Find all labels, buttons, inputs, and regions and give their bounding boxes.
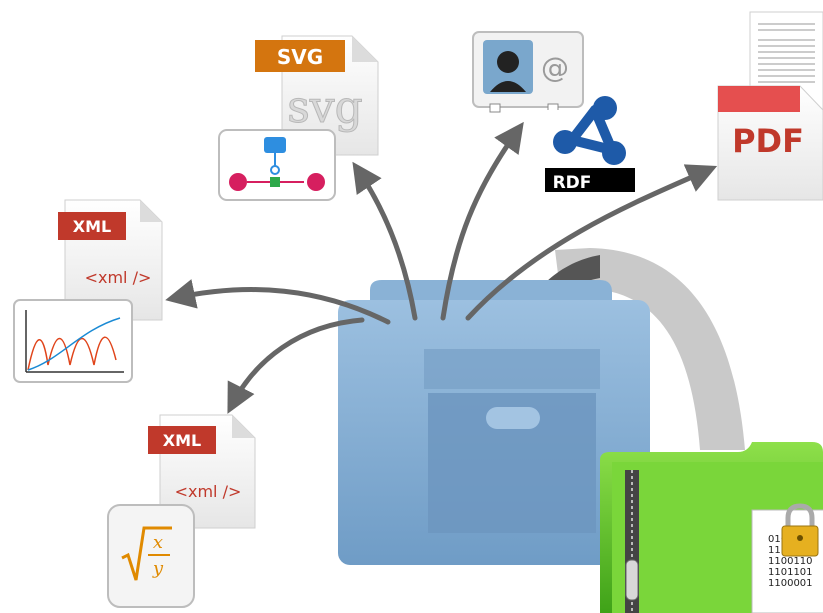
export-arrows — [165, 121, 718, 414]
svg-text:x: x — [153, 532, 163, 553]
contact-card-icon: @ — [472, 31, 584, 113]
svg-text:svg: svg — [287, 82, 363, 133]
chart-icon — [13, 299, 133, 383]
svg-text:XML: XML — [163, 431, 201, 450]
svg-text:y: y — [152, 558, 164, 579]
pdf-file-icon: PDF — [717, 11, 823, 201]
svg-text:SVG: SVG — [277, 45, 323, 69]
rdf-icon: RDF — [545, 96, 635, 193]
svg-text:<xml />: <xml /> — [175, 482, 242, 501]
svg-text:RDF: RDF — [553, 173, 592, 193]
diagram-icon — [218, 129, 336, 201]
lock-icon — [781, 503, 819, 557]
svg-file-icon: SVG svg — [255, 35, 379, 156]
svg-text:010: 010 — [768, 534, 787, 545]
svg-text:111: 111 — [768, 545, 787, 556]
svg-text:PDF: PDF — [732, 122, 804, 160]
folder-icon — [338, 280, 650, 565]
zipper — [625, 470, 639, 613]
svg-text:<xml />: <xml /> — [85, 268, 152, 287]
svg-text:1101101: 1101101 — [768, 567, 813, 578]
xml-file-icon-bottom: XML <xml /> — [148, 414, 256, 529]
svg-badge — [255, 40, 345, 72]
svg-text:XML: XML — [73, 217, 111, 236]
zip-folder-icon: 010 111 1100110 1101101 1100001 — [600, 442, 823, 613]
svg-text:1100110: 1100110 — [768, 556, 813, 567]
xml-file-icon-top: XML <xml /> — [58, 199, 163, 321]
svg-text:1100001: 1100001 — [768, 578, 813, 589]
svg-text:@: @ — [541, 51, 569, 84]
math-icon: x y — [107, 504, 195, 608]
